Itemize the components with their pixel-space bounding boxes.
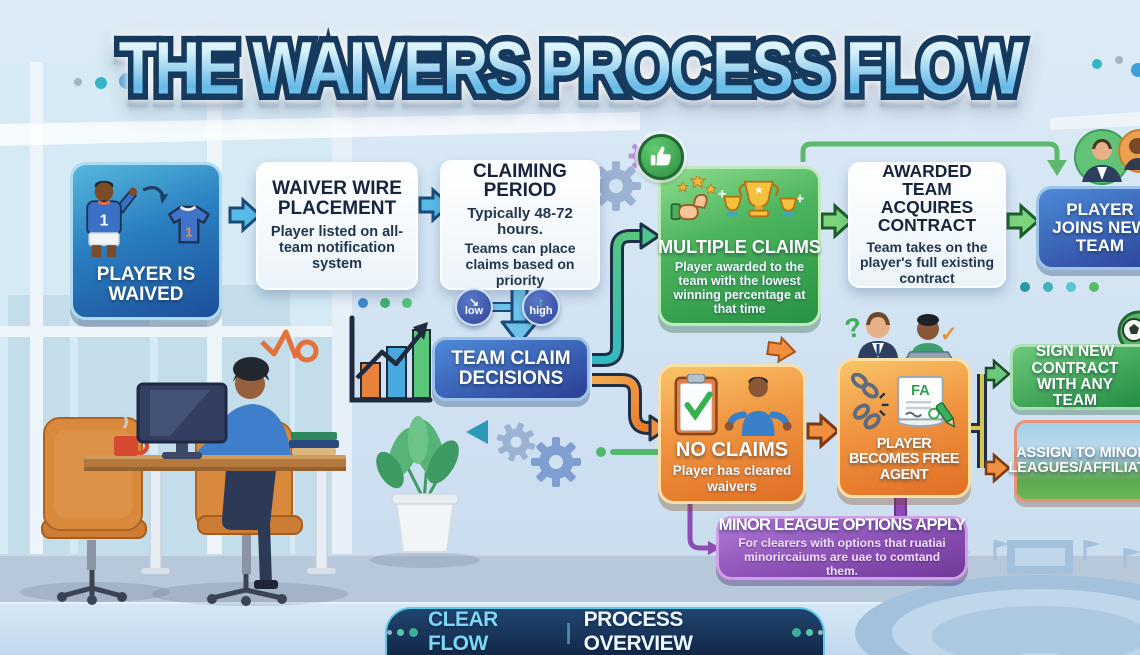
- small-orange-arrow-icon: [766, 335, 797, 364]
- thumbs-up-badge: [638, 134, 684, 180]
- footer-clear-flow-label: CLEAR FLOW: [428, 608, 498, 655]
- node-subtitle: Team takes on the player's full existing…: [859, 238, 995, 287]
- node-label: PLAYER JOINS NEW TEAM: [1052, 200, 1140, 255]
- node-subtitle: For clearers with options that ruatiai m…: [738, 536, 946, 579]
- stadium-illustration: [855, 540, 1140, 655]
- node-label: TEAM CLAIM DECISIONS: [451, 348, 571, 389]
- executives-illustration: [858, 312, 954, 360]
- node-subtitle-line1: Typically 48-72 hours.: [467, 204, 573, 239]
- clipboard-icon: [686, 374, 706, 384]
- svg-text:FA: FA: [911, 383, 930, 399]
- arrow-right-icon: [806, 412, 841, 450]
- arrow-right-icon: [984, 358, 1011, 390]
- node-label: ASSIGN TO MINOR LEAGUES/AFFILIATE: [1008, 444, 1140, 476]
- node-subtitle: Player listed on all-team notification s…: [270, 224, 404, 273]
- node-label: SIGN NEW CONTRACT WITH ANY TEAM: [1031, 343, 1119, 410]
- priority-low-label: low: [464, 305, 484, 318]
- check-icon: [684, 391, 713, 422]
- arrow-down-icon: [160, 193, 169, 205]
- node-subtitle: Player has cleared waivers: [672, 463, 792, 494]
- node-title: AWARDED TEAM ACQUIRES CONTRACT: [877, 161, 977, 235]
- node-player-is-waived: 1 1 PLAYER IS WAIVED: [70, 162, 222, 320]
- node-team-claim-decisions: TEAM CLAIM DECISIONS: [432, 337, 590, 401]
- arrow-right-icon: [1006, 202, 1041, 240]
- growth-chart-icon: [349, 315, 433, 403]
- svg-text:1: 1: [100, 213, 109, 230]
- node-awarded-team: AWARDED TEAM ACQUIRES CONTRACT Team take…: [848, 162, 1006, 288]
- no-claims-illustration: [674, 374, 792, 437]
- triangle-decoration: [466, 420, 488, 444]
- pen-icon: [935, 402, 956, 429]
- jersey-icon: [167, 205, 211, 244]
- arrow-right-icon: [228, 196, 263, 234]
- broken-chain-icon: [850, 373, 881, 430]
- player-waived-illustration: 1 1: [86, 180, 211, 258]
- priority-low-badge: ↘ low: [455, 288, 493, 326]
- node-sign-new-contract: SIGN NEW CONTRACT WITH ANY TEAM: [1010, 344, 1140, 410]
- footer-dots-left: [387, 627, 418, 637]
- soccer-ball-icon: [1117, 310, 1140, 354]
- computer-monitor: [136, 382, 228, 459]
- decorative-dots: [74, 56, 1140, 457]
- flow-connectors: [228, 141, 1067, 555]
- footer-divider: |: [565, 619, 572, 644]
- node-assign-minor-leagues: ASSIGN TO MINOR LEAGUES/AFFILIATE: [1008, 420, 1140, 502]
- node-title: CLAIMING PERIOD: [473, 160, 567, 202]
- arrow-right-icon: [708, 541, 721, 555]
- node-title: MINOR LEAGUE OPTIONS APPLY: [718, 516, 966, 535]
- arrow-right-icon: [820, 202, 855, 240]
- thumbs-up-icon: [650, 146, 671, 166]
- arrow-right-icon: [639, 222, 661, 250]
- node-title: WAIVER WIRE PLACEMENT: [272, 178, 402, 219]
- node-waiver-wire-placement: WAIVER WIRE PLACEMENT Player listed on a…: [256, 162, 418, 290]
- priority-high-label: high: [529, 305, 553, 318]
- books-stack: [289, 432, 339, 455]
- arrow-right-icon: [984, 452, 1011, 484]
- footer-bar: CLEAR FLOW | PROCESS OVERVIEW: [385, 607, 825, 655]
- wall-beam: [0, 112, 640, 146]
- trophy-icon: [722, 180, 797, 218]
- svg-text:1: 1: [185, 225, 192, 240]
- thumbs-up-icon: [692, 193, 708, 209]
- node-free-agent: FA PLAYER BECOMES FREE AGENT: [837, 358, 971, 498]
- footer-dots-right: [792, 627, 823, 637]
- node-subtitle: Player awarded to the team with the lowe…: [673, 259, 806, 316]
- footer-process-overview-label: PROCESS OVERVIEW: [583, 608, 693, 655]
- node-label: PLAYER BECOMES FREE AGENT: [848, 436, 960, 483]
- arrow-down-icon: [500, 320, 539, 346]
- node-minor-league-options: MINOR LEAGUE OPTIONS APPLY For clearers …: [716, 516, 968, 580]
- node-player-joins-new-team: PLAYER JOINS NEW TEAM: [1036, 186, 1140, 270]
- free-agent-illustration: FA: [850, 373, 956, 430]
- node-title: NO CLAIMS: [675, 439, 789, 462]
- priority-high-badge: ↑ high: [522, 288, 560, 326]
- node-no-claims: NO CLAIMS Player has cleared waivers: [658, 364, 806, 504]
- node-multiple-claims: MULTIPLE CLAIMS Player awarded to the te…: [658, 166, 821, 326]
- node-label: PLAYER IS WAIVED: [96, 264, 196, 305]
- node-subtitle-line2: Teams can place claims based on priority: [464, 240, 576, 288]
- arrow-up-icon: ↑: [538, 295, 544, 310]
- line-chart-doodle-icon: [260, 329, 319, 363]
- new-team-avatars: [1074, 129, 1140, 185]
- node-title: MULTIPLE CLAIMS: [658, 237, 821, 258]
- multiple-claims-illustration: [670, 176, 804, 221]
- desk: [84, 455, 346, 574]
- potted-plant: [376, 416, 459, 553]
- arrow-down-icon: [1047, 160, 1067, 176]
- node-claiming-period: CLAIMING PERIOD Typically 48-72 hours. T…: [440, 160, 600, 290]
- arrow-down-right-icon: ↘: [468, 295, 480, 310]
